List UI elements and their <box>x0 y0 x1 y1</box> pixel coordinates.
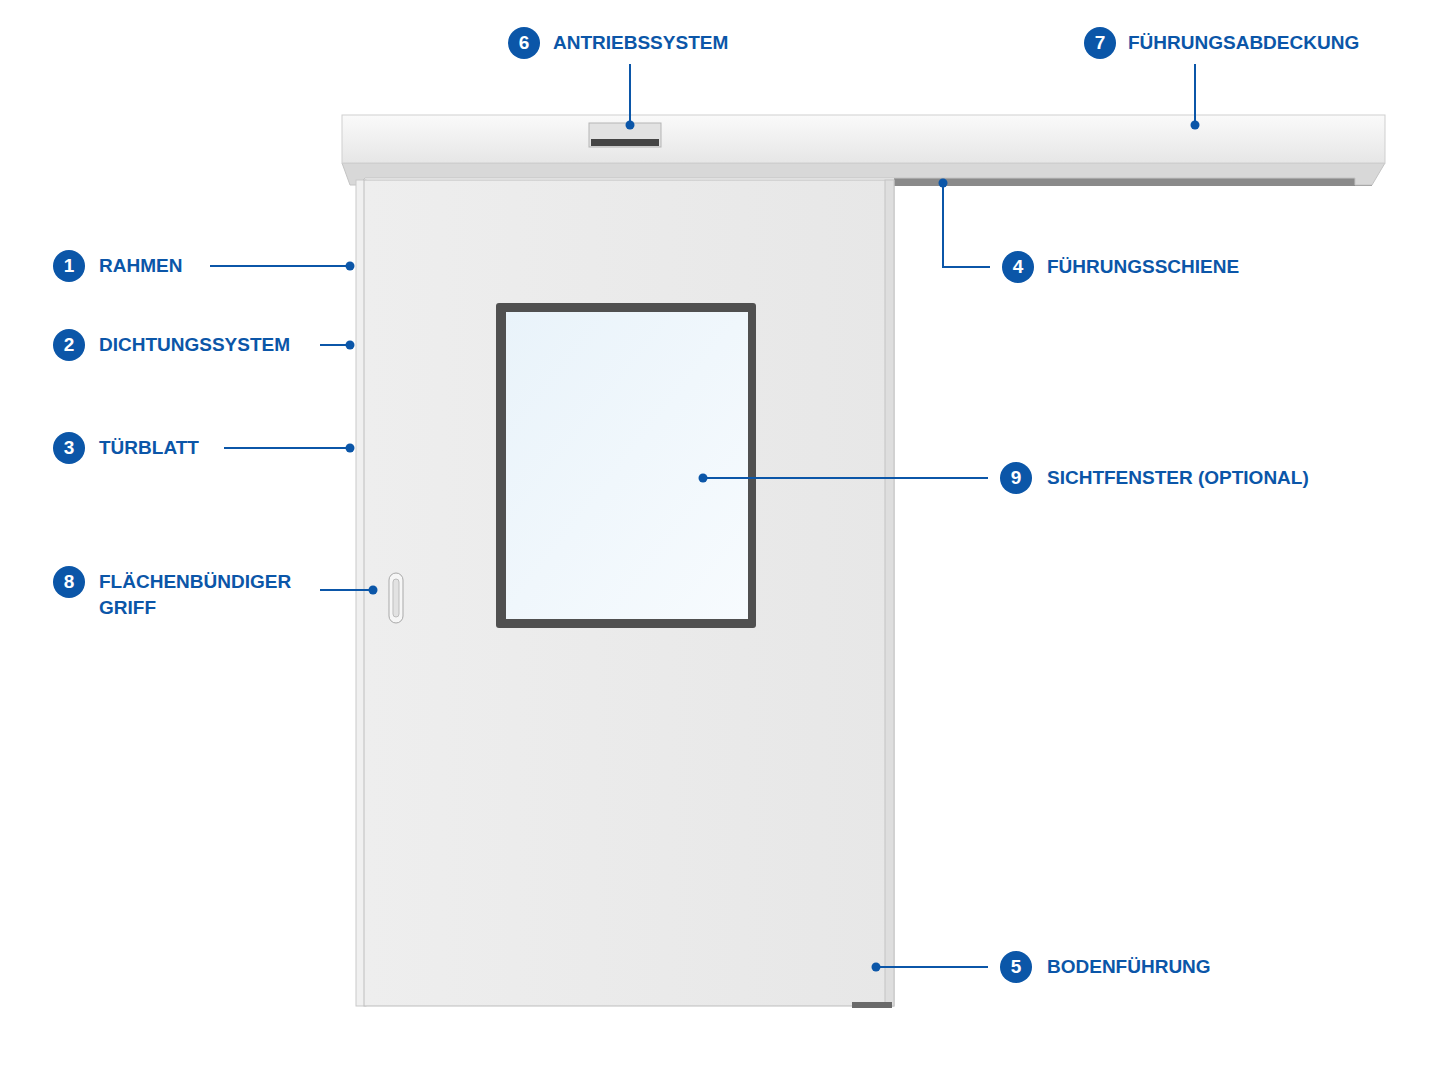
drive-unit <box>589 123 661 147</box>
callout-number: 1 <box>53 250 85 282</box>
window-frame <box>496 303 756 628</box>
leader-line <box>629 64 631 125</box>
leader-dot <box>369 586 378 595</box>
leader-dot <box>872 963 881 972</box>
door-leaf <box>364 180 894 1006</box>
leader-line <box>703 477 988 479</box>
handle-recess <box>393 579 399 617</box>
part-label: RAHMEN <box>99 253 182 279</box>
leader-dot <box>346 341 355 350</box>
callout-number: 2 <box>53 329 85 361</box>
leader-line <box>943 183 990 267</box>
callout-number: 5 <box>1000 951 1032 983</box>
window-glass <box>506 312 748 619</box>
part-label: ANTRIEBSSYSTEM <box>553 30 728 56</box>
leader-dot <box>1191 121 1200 130</box>
part-label: SICHTFENSTER (OPTIONAL) <box>1047 465 1309 491</box>
drive-slot <box>591 139 659 146</box>
leader-dot <box>626 121 635 130</box>
part-label: TÜRBLATT <box>99 435 199 461</box>
callout-number: 6 <box>508 27 540 59</box>
leader-line <box>224 447 350 449</box>
leader-line <box>210 265 350 267</box>
guide-cover <box>342 115 1385 163</box>
leader-line <box>320 589 373 591</box>
callout-number: 9 <box>1000 462 1032 494</box>
part-label: FLÄCHENBÜNDIGER GRIFF <box>99 569 299 621</box>
leader-line <box>1194 64 1196 125</box>
leader-line <box>876 966 988 968</box>
callout-number: 8 <box>53 566 85 598</box>
callout-number: 3 <box>53 432 85 464</box>
callout-number: 7 <box>1084 27 1116 59</box>
floor-guide <box>852 1002 892 1008</box>
leader-dot <box>939 179 948 188</box>
flush-handle <box>389 573 403 623</box>
part-label: FÜHRUNGSABDECKUNG <box>1128 30 1359 56</box>
door-edge <box>885 180 894 1006</box>
part-label: DICHTUNGSSYSTEM <box>99 332 290 358</box>
guide-rail <box>894 178 1372 186</box>
part-label: BODENFÜHRUNG <box>1047 954 1211 980</box>
leader-dot <box>699 474 708 483</box>
leader-dot <box>346 444 355 453</box>
leader-dot <box>346 262 355 271</box>
callout-number: 4 <box>1002 251 1034 283</box>
part-label: FÜHRUNGSSCHIENE <box>1047 254 1239 280</box>
